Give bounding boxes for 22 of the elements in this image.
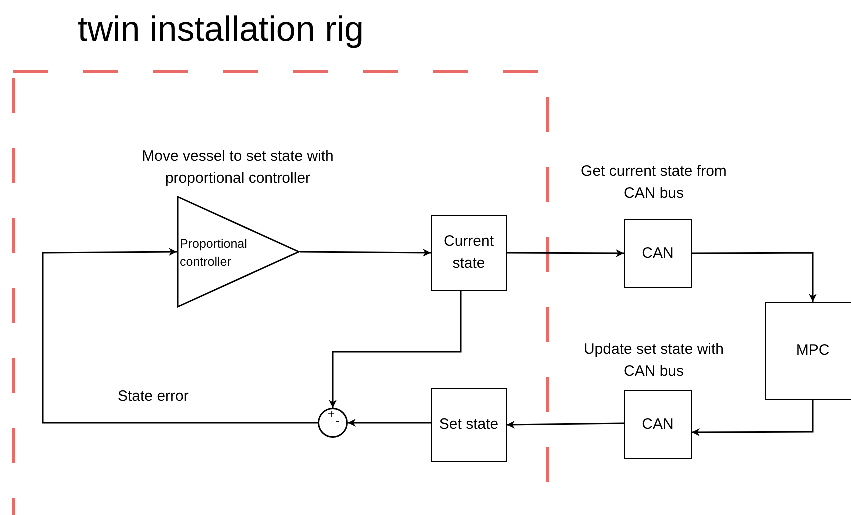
process-box: MPC	[765, 302, 851, 400]
arrow	[692, 252, 817, 302]
sign-label: +	[328, 408, 336, 420]
node-text: Proportional controller	[180, 236, 248, 272]
process-box: CAN	[624, 219, 692, 288]
annotation-text: Update set state with CAN bus	[582, 340, 726, 382]
arrow	[42, 248, 318, 424]
process-box: Set state	[431, 388, 507, 462]
diagram-title: twin installation rig	[78, 10, 364, 50]
arrow	[507, 249, 624, 258]
summing-junction	[318, 408, 348, 438]
annotation-text: Get current state from CAN bus	[580, 162, 728, 204]
process-box: Current state	[431, 215, 507, 291]
arrow	[692, 400, 814, 436]
arrow	[300, 248, 431, 257]
sign-label: -	[336, 415, 340, 427]
arrow	[329, 291, 462, 408]
arrow	[506, 420, 624, 429]
process-box: CAN	[624, 390, 692, 459]
dashed-boundary	[12, 70, 549, 515]
arrow	[348, 419, 431, 427]
annotation-text: Move vessel to set state with proportional controller	[141, 147, 335, 189]
